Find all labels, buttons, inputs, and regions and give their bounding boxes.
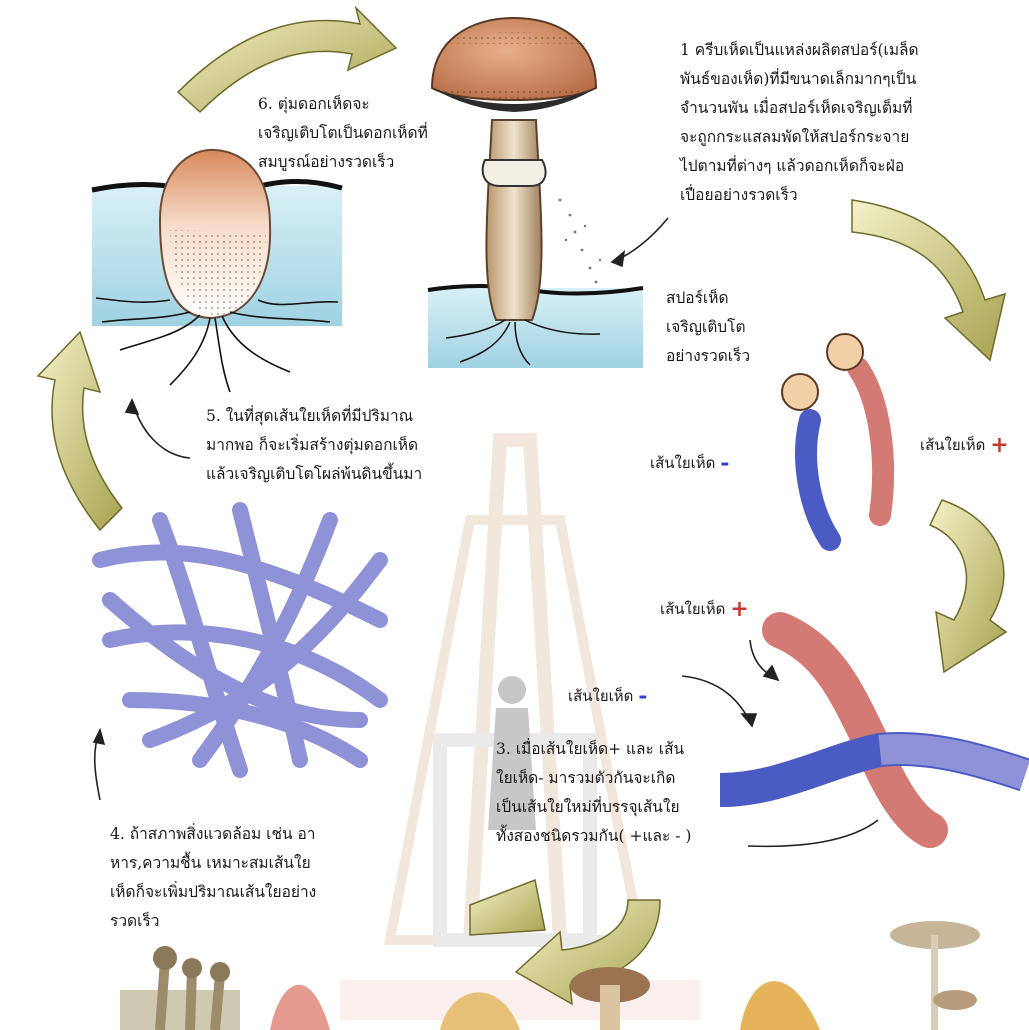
hypha-label-text: เส้นใยเห็ด	[920, 436, 985, 454]
germinating-spores-illustration	[782, 334, 883, 540]
minus-sign: -	[638, 683, 647, 709]
step-1-caption: 1 ครีบเห็ดเป็นแหล่งผลิตสปอร์(เมล็ด พันธ์…	[680, 36, 1020, 210]
step-6-caption: 6. ตุ่มดอกเห็ดจะ เจริญเติบโตเป็นดอกเห็ดท…	[258, 90, 478, 177]
step-5-caption: 5. ในที่สุดเส้นใยเห็ดที่มีปริมาณ มากพอ ก…	[206, 402, 516, 489]
young-mushroom-illustration	[92, 150, 342, 392]
step-4-caption: 4. ถ้าสภาพสิ่งแวดล้อม เช่น อา หาร,ความชื…	[110, 820, 350, 936]
hypha-minus-label-bottom: เส้นใยเห็ด -	[568, 683, 647, 709]
plus-sign: +	[730, 596, 748, 622]
mycelium-network-illustration	[100, 510, 380, 770]
fusing-hyphae-illustration	[720, 630, 1025, 830]
plus-sign: +	[990, 432, 1008, 458]
spore-growth-caption: สปอร์เห็ด เจริญเติบโต อย่างรวดเร็ว	[666, 284, 776, 371]
hypha-minus-label-top: เส้นใยเห็ด -	[650, 450, 729, 476]
hypha-label-text: เส้นใยเห็ด	[660, 600, 725, 618]
hypha-label-text: เส้นใยเห็ด	[650, 454, 715, 472]
hypha-plus-label-top: เส้นใยเห็ด +	[920, 432, 1009, 458]
minus-sign: -	[720, 450, 729, 476]
step-3-caption: 3. เมื่อเส้นใยเห็ด+ และ เส้น ใยเห็ด- มาร…	[496, 735, 756, 851]
hypha-label-text: เส้นใยเห็ด	[568, 687, 633, 705]
hypha-plus-label-bottom: เส้นใยเห็ด +	[660, 596, 749, 622]
mature-mushroom-illustration	[428, 18, 643, 368]
